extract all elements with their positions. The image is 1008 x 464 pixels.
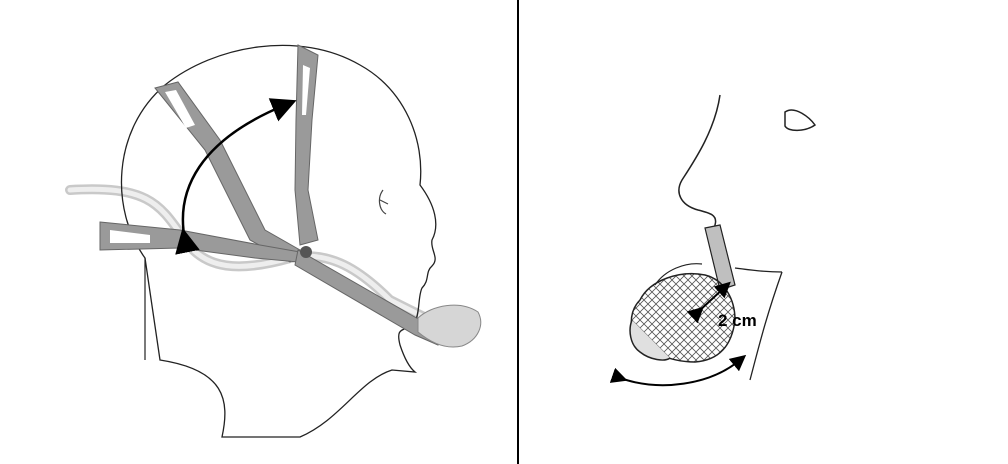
head-headgear-illustration <box>0 0 518 464</box>
head-headgear-drawing <box>0 0 518 464</box>
panel-divider <box>517 0 519 464</box>
curved-rotation-arrow <box>620 360 740 385</box>
mouthpiece-detail-drawing: 2 cm <box>520 0 1008 464</box>
measurement-label: 2 cm <box>718 311 757 330</box>
mouthpiece-detail-illustration: 2 cm <box>520 0 1008 464</box>
ear <box>379 190 388 214</box>
eye <box>785 110 815 130</box>
buckle <box>300 246 312 258</box>
